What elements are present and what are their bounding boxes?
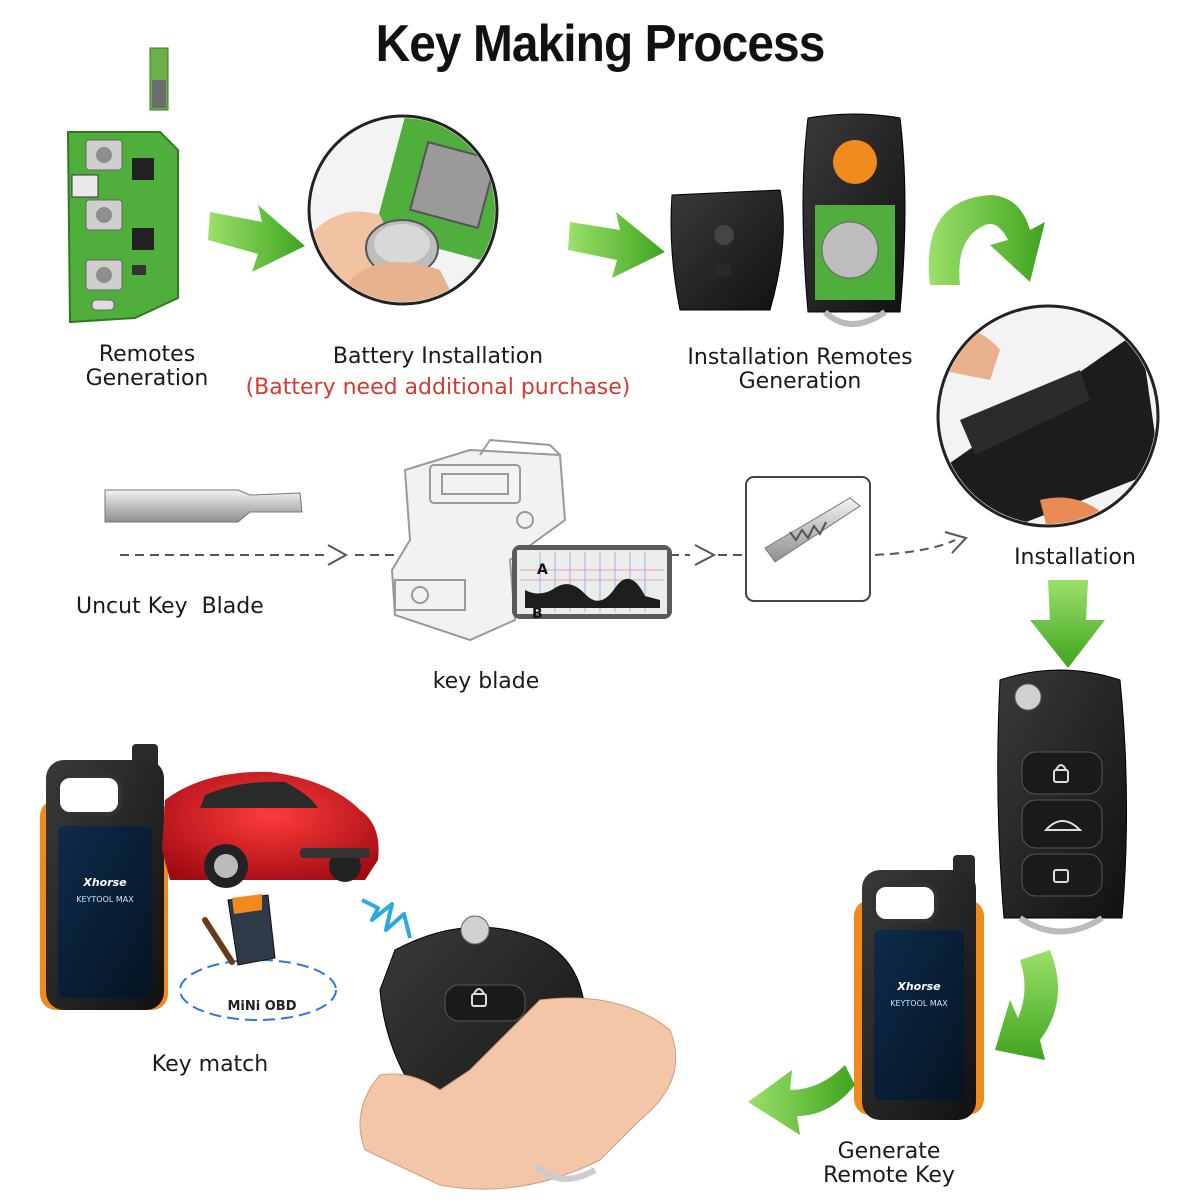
device-brand-text: Xhorse: [82, 876, 127, 889]
cut-chart-label-a: A: [537, 562, 548, 578]
label-generate-remote-key: Generate Remote Key: [823, 1139, 955, 1188]
cut-chart-label-b: B: [532, 606, 543, 622]
cut-profile-chart: A B: [512, 545, 672, 622]
device-brand-text: Xhorse: [896, 980, 941, 993]
wireless-signal-icon: [361, 898, 412, 939]
device-model-text: KEYTOOL MAX: [890, 999, 948, 1008]
label-key-blade: key blade: [432, 669, 540, 694]
installation-image: [936, 304, 1160, 528]
arrow-left-icon: [748, 1065, 855, 1135]
flip-remote-key-image: [997, 669, 1128, 935]
device-model-text: KEYTOOL MAX: [76, 895, 134, 904]
arrow-down-left-icon: [995, 950, 1058, 1060]
hand-with-key-image: [359, 915, 677, 1190]
chevron-right-icon: [327, 544, 349, 566]
chevron-right-icon: [944, 531, 968, 554]
key-cutting-machine-image: [390, 438, 567, 642]
keytool-device-left: Xhorse KEYTOOL MAX: [40, 744, 168, 1010]
label-battery-installation: Battery Installation: [332, 344, 544, 369]
battery-install-image: [307, 114, 499, 306]
red-car-image: [162, 771, 379, 888]
chevron-right-icon: [694, 544, 717, 566]
arrow-right-icon: [568, 212, 665, 278]
keytool-device-right: Xhorse KEYTOOL MAX: [854, 855, 984, 1120]
label-installation-remotes-generation: Installation Remotes Generation: [687, 345, 913, 394]
page-title: Key Making Process: [375, 15, 826, 73]
label-battery-note: (Battery need additional purchase): [245, 375, 631, 400]
remote-shell-image: [670, 113, 906, 327]
label-installation: Installation: [1014, 545, 1136, 570]
label-remotes-generation: Remotes Generation: [85, 342, 209, 391]
arrow-right-icon: [208, 205, 305, 272]
uncut-blade-image: [104, 489, 303, 523]
cut-blade-image: [745, 476, 871, 602]
arrow-down-icon: [1030, 580, 1105, 668]
label-uncut-key-blade: Uncut Key Blade: [76, 594, 264, 619]
label-key-match: Key match: [151, 1052, 269, 1077]
mini-obd-image: MiNi OBD: [179, 894, 337, 1021]
curved-arrow-icon: [928, 195, 1045, 285]
pcb-board-image: [66, 47, 179, 324]
obd-label: MiNi OBD: [227, 999, 296, 1014]
